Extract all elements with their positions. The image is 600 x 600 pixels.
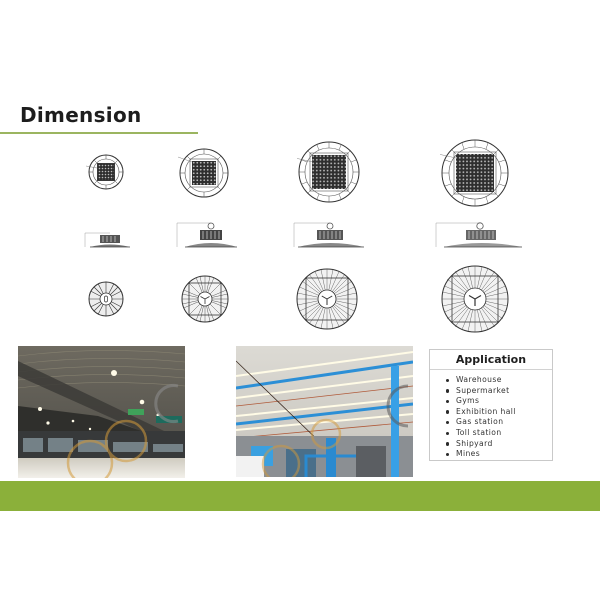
application-list: Warehouse Supermarket Gyms Exhibition ha… — [430, 370, 552, 460]
application-item: Warehouse — [446, 375, 552, 386]
application-photo-workshop — [236, 346, 413, 477]
side-view-drawing-small — [80, 230, 140, 250]
section-title: Dimension — [20, 103, 142, 127]
application-item: Toll station — [446, 428, 552, 439]
application-panel: Application Warehouse Supermarket Gyms E… — [429, 349, 553, 461]
bottom-view-drawing-small — [87, 280, 125, 318]
application-item: Gas station — [446, 417, 552, 428]
application-item: Supermarket — [446, 386, 552, 397]
top-view-drawing-small — [86, 152, 126, 192]
side-view-drawing-xlarge — [432, 220, 532, 250]
bottom-view-drawing-xlarge — [440, 264, 510, 334]
application-title: Application — [430, 350, 552, 370]
side-view-drawing-large — [290, 220, 370, 250]
top-view-drawing-medium — [178, 147, 230, 199]
side-view-drawing-medium — [173, 220, 243, 250]
top-view-drawing-xlarge — [440, 138, 510, 208]
application-item: Shipyard — [446, 439, 552, 450]
title-underline — [0, 132, 198, 134]
footer-green-band — [0, 481, 600, 511]
top-view-drawing-large — [297, 140, 361, 204]
application-item: Exhibition hall — [446, 407, 552, 418]
application-photo-station — [18, 346, 185, 478]
bottom-view-drawing-medium — [180, 274, 230, 324]
bottom-view-drawing-large — [295, 267, 359, 331]
application-item: Mines — [446, 449, 552, 460]
application-item: Gyms — [446, 396, 552, 407]
